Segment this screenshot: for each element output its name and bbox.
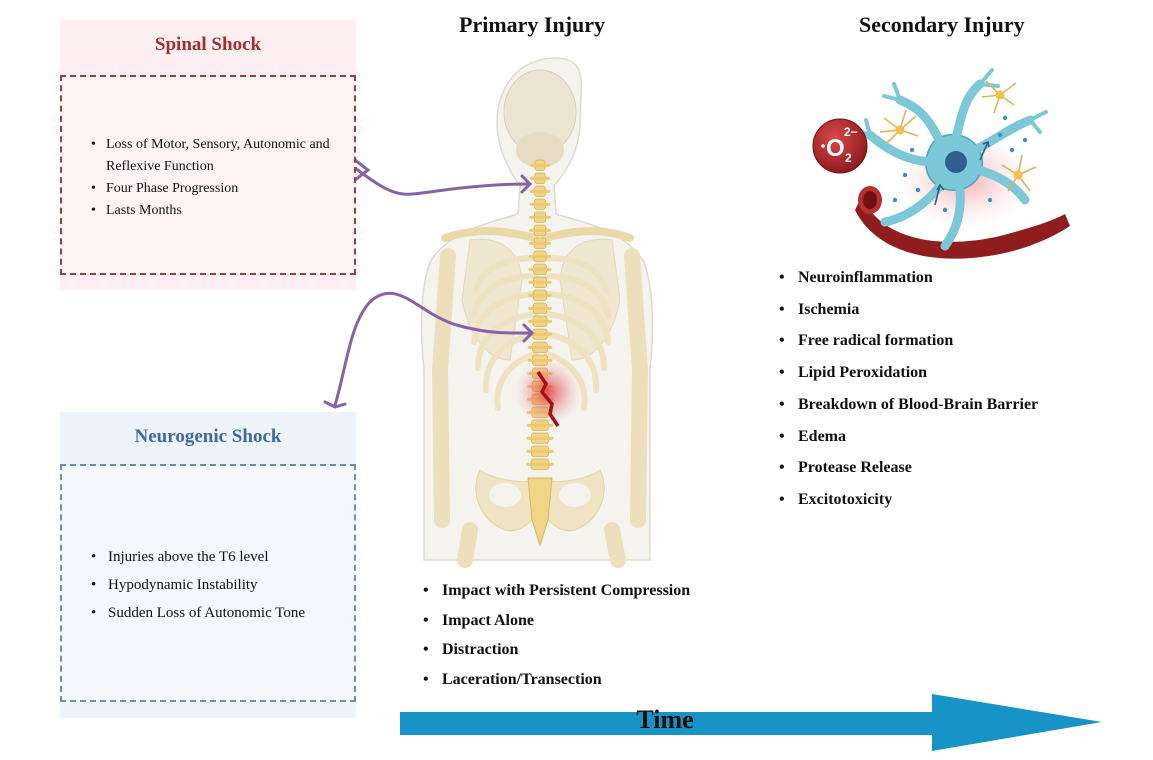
vertebra-process bbox=[528, 254, 552, 258]
superoxide-base: O bbox=[826, 135, 845, 162]
list-item: Distraction bbox=[420, 635, 690, 665]
list-item: Protease Release bbox=[776, 452, 1038, 484]
list-item: Lasts Months bbox=[88, 200, 348, 222]
spinal-shock-list: Loss of Motor, Sensory, Autonomic and Re… bbox=[88, 134, 348, 222]
spinal-shock-box: Loss of Motor, Sensory, Autonomic and Re… bbox=[60, 75, 356, 275]
time-arrow bbox=[400, 694, 1102, 751]
neurogenic-shock-list: Injuries above the T6 level Hypodynamic … bbox=[88, 543, 348, 627]
spinal-shock-card: Spinal Shock Loss of Motor, Sensory, Aut… bbox=[60, 20, 356, 290]
vertebra-process bbox=[528, 293, 552, 297]
vertebra-process bbox=[529, 241, 551, 245]
list-item: Ischemia bbox=[776, 294, 1038, 326]
list-item: Excitotoxicity bbox=[776, 484, 1038, 516]
time-label: Time bbox=[636, 705, 694, 734]
vertebra-process bbox=[528, 306, 552, 310]
neuron-illustration bbox=[854, 68, 1070, 259]
secondary-injury-title: Secondary Injury bbox=[859, 12, 1025, 37]
neurogenic-shock-box: Injuries above the T6 level Hypodynamic … bbox=[60, 464, 356, 702]
superoxide-subscript: 2 bbox=[845, 151, 852, 165]
vertebra-process bbox=[529, 215, 551, 219]
skeleton-figure bbox=[420, 57, 654, 568]
primary-injury-title: Primary Injury bbox=[459, 12, 606, 37]
neurogenic-shock-connector bbox=[333, 291, 532, 407]
vertebra-process bbox=[527, 332, 553, 336]
spinal-shock-connector bbox=[353, 166, 530, 196]
list-item: Sudden Loss of Autonomic Tone bbox=[88, 599, 348, 627]
vertebra-process bbox=[529, 189, 551, 193]
vertebra-process bbox=[526, 436, 554, 440]
secondary-injury-list: Neuroinflammation Ischemia Free radical … bbox=[776, 262, 1038, 516]
connector-lines bbox=[323, 158, 535, 409]
vertebra-process bbox=[528, 280, 552, 284]
injury-site bbox=[514, 358, 582, 427]
vertebra-process bbox=[529, 176, 551, 180]
list-item: Loss of Motor, Sensory, Autonomic and Re… bbox=[88, 134, 348, 178]
list-item: Impact with Persistent Compression bbox=[420, 576, 690, 606]
list-item: Breakdown of Blood-Brain Barrier bbox=[776, 389, 1038, 421]
primary-injury-list: Impact with Persistent Compression Impac… bbox=[420, 576, 690, 694]
vertebra-process bbox=[528, 267, 552, 271]
vertebra-process bbox=[530, 163, 550, 167]
neurogenic-shock-card: Neurogenic Shock Injuries above the T6 l… bbox=[60, 412, 356, 718]
vertebra-process bbox=[526, 462, 554, 466]
list-item: Hypodynamic Instability bbox=[88, 571, 348, 599]
superoxide-superscript: 2− bbox=[844, 125, 858, 139]
list-item: Injuries above the T6 level bbox=[88, 543, 348, 571]
list-item: Four Phase Progression bbox=[88, 178, 348, 200]
spinal-shock-title: Spinal Shock bbox=[154, 34, 262, 55]
vertebra-process bbox=[529, 202, 551, 206]
superoxide-badge: O 2 2− bbox=[812, 118, 868, 174]
vertebra-process bbox=[529, 228, 551, 232]
list-item: Laceration/Transection bbox=[420, 665, 690, 695]
vertebra-process bbox=[528, 319, 552, 323]
list-item: Lipid Peroxidation bbox=[776, 357, 1038, 389]
list-item: Free radical formation bbox=[776, 325, 1038, 357]
neurogenic-shock-title: Neurogenic Shock bbox=[134, 426, 282, 447]
vertebra-process bbox=[526, 449, 554, 453]
blood-vessel bbox=[855, 186, 1070, 259]
list-item: Impact Alone bbox=[420, 606, 690, 636]
vertebra-process bbox=[527, 345, 553, 349]
list-item: Edema bbox=[776, 421, 1038, 453]
list-item: Neuroinflammation bbox=[776, 262, 1038, 294]
